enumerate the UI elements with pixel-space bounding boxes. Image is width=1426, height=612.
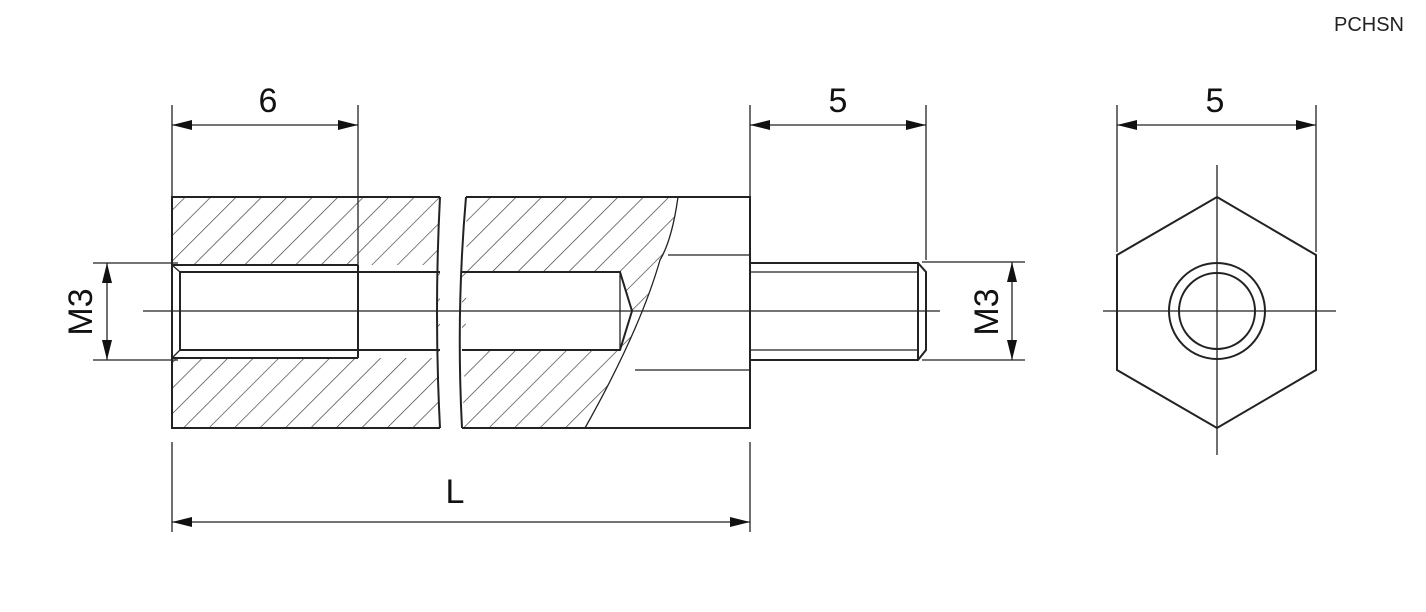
dimension-label: M3	[62, 288, 100, 335]
dimension-stud-length: 5	[749, 82, 927, 260]
dimension-thread-depth: 6	[171, 82, 359, 265]
dimension-label: L	[446, 473, 465, 511]
dimension-female-thread: M3	[62, 262, 178, 361]
dimension-male-thread: M3	[922, 261, 1025, 361]
section-hatching	[172, 197, 678, 428]
dimension-label: 5	[1206, 82, 1225, 120]
hex-end-view: 5	[1103, 82, 1336, 455]
dimension-label: 6	[259, 82, 278, 120]
standoff-body	[171, 196, 751, 429]
part-code: PCHSN	[1333, 14, 1404, 36]
dimension-label: 5	[829, 82, 848, 120]
dimension-label: M3	[968, 288, 1006, 335]
dimension-overall-length: L	[171, 442, 751, 532]
